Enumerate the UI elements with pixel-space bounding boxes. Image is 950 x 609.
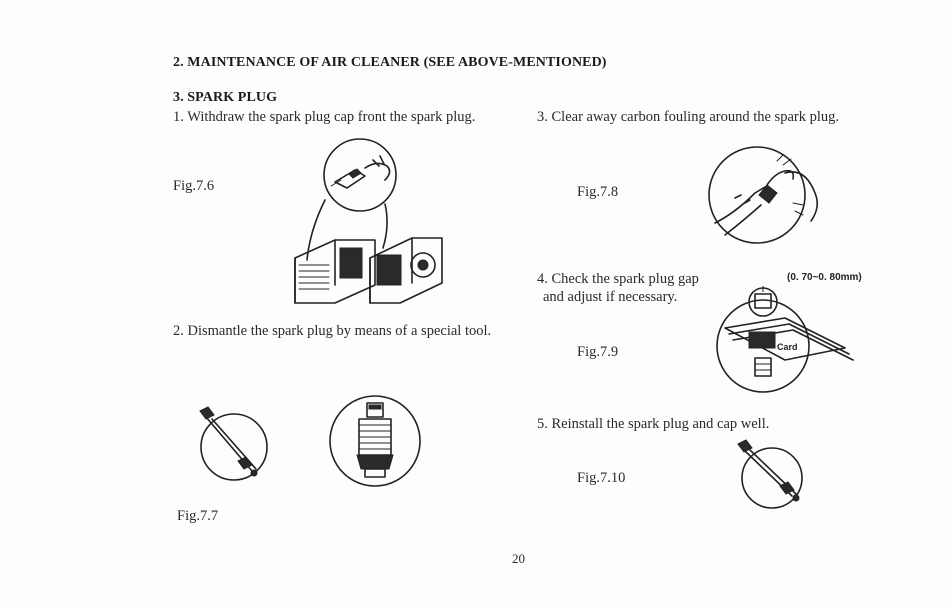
step-4-text-line1: 4. Check the spark plug gap [537, 271, 699, 287]
fig-7-10-caption: Fig.7.10 [577, 470, 626, 486]
fig-7-10-tool-illustration [737, 439, 803, 509]
fig-7-8-cleaning-illustration [708, 146, 819, 244]
section-heading-spark-plug: 3. SPARK PLUG [173, 90, 278, 105]
fig-7-9-gap-label: (0. 70~0. 80mm) [787, 272, 862, 283]
section-heading-air-cleaner: 2. MAINTENANCE OF AIR CLEANER (SEE ABOVE… [173, 55, 607, 70]
fig-7-7-tool-illustration [199, 406, 268, 481]
step-3-text: 3. Clear away carbon fouling around the … [537, 109, 839, 125]
step-2-text: 2. Dismantle the spark plug by means of … [173, 323, 492, 339]
fig-7-7-caption: Fig.7.7 [177, 508, 219, 524]
fig-7-6-caption: Fig.7.6 [173, 178, 215, 194]
fig-7-8-caption: Fig.7.8 [577, 184, 619, 200]
step-4-text-line2: and adjust if necessary. [543, 289, 678, 305]
fig-7-9-caption: Fig.7.9 [577, 344, 619, 360]
page-number: 20 [512, 551, 525, 566]
fig-7-6-generator-illustration [294, 138, 443, 304]
fig-7-7-spark-plug-illustration [329, 395, 421, 487]
step-5-text: 5. Reinstall the spark plug and cap well… [537, 416, 770, 432]
step-1-text: 1. Withdraw the spark plug cap front the… [173, 109, 476, 125]
fig-7-9-card-label: Card [777, 342, 798, 352]
fig-7-9-gap-check-illustration: (0. 70~0. 80mm) Card [716, 272, 862, 393]
